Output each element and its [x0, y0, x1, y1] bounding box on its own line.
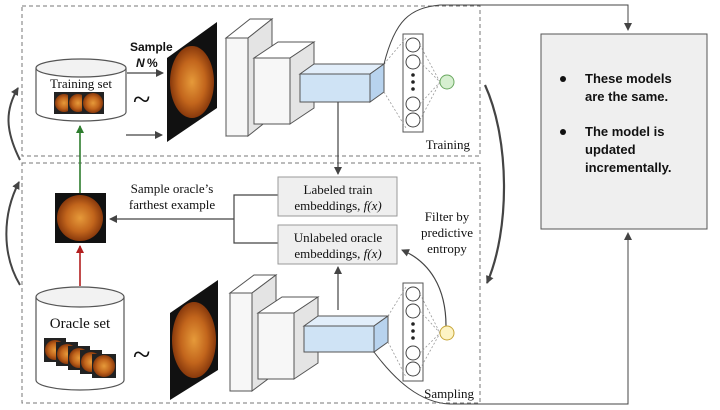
embedding-block-training: [298, 63, 386, 103]
training-corner-label: Training: [426, 137, 471, 152]
farthest-selection-connector: [109, 194, 278, 244]
loop-arrow-right: [483, 84, 506, 284]
sample-percent-sign: %: [147, 56, 158, 70]
cnn-encoder-sampling: [228, 274, 320, 392]
filter-line1: Filter by: [425, 209, 470, 224]
bullet-icon: [560, 76, 566, 82]
loop-arrow-left-top: [7, 87, 21, 161]
unlabeled-line2: embeddings, f(x): [294, 246, 381, 261]
output-node-training: [439, 74, 455, 90]
filter-line3: entropy: [427, 241, 467, 256]
note-box: [540, 33, 708, 230]
training-set-cylinder: [35, 58, 127, 122]
note-bullet-1-line2: are the same.: [585, 89, 668, 104]
neural-layer-training: [402, 33, 424, 133]
entropy-filter-arrow: [401, 249, 447, 327]
labeled-line2-prefix: embeddings,: [294, 198, 363, 213]
sampling-corner-label: Sampling: [424, 386, 474, 401]
fundus-image-sampling: [170, 280, 218, 400]
sample-label: Sample: [130, 40, 173, 54]
fully-connected-lines-sampling: [387, 286, 441, 378]
unlabeled-embeddings-box: [277, 224, 398, 265]
labeled-embeddings-box: [277, 176, 398, 217]
labeled-line1: Labeled train: [304, 182, 373, 197]
training-model-to-note-connector: [383, 4, 632, 65]
distribution-tilde: ~: [133, 81, 150, 117]
distribution-tilde-sampling: ~: [133, 336, 150, 372]
sample-farthest-line1: Sample oracle’s: [131, 181, 214, 196]
unlabeled-line1: Unlabeled oracle: [294, 230, 383, 245]
sample-farthest-line2: farthest example: [129, 197, 215, 212]
output-node-sampling: [439, 325, 455, 341]
neural-layer-sampling: [402, 282, 424, 382]
filter-line2: predictive: [421, 225, 473, 240]
oracle-image-stack: [44, 338, 116, 378]
fully-connected-lines-training: [383, 37, 441, 129]
note-bullet-1-line1: These models: [585, 71, 672, 86]
bullet-icon: [560, 129, 566, 135]
labeled-line2: embeddings, f(x): [294, 198, 381, 213]
note-bullet-2-line2: updated: [585, 142, 636, 157]
training-panel: [21, 5, 481, 157]
oracle-set-cylinder: [35, 286, 125, 391]
unlabeled-embedding-fn: f(x): [364, 246, 382, 261]
note-bullet-2-line3: incrementally.: [585, 160, 671, 175]
labeled-embedding-fn: f(x): [364, 198, 382, 213]
note-bullet-2-line1: The model is: [585, 124, 664, 139]
unlabeled-line2-prefix: embeddings,: [294, 246, 363, 261]
sample-percent-var: N: [136, 56, 145, 70]
fundus-image-training: [167, 22, 217, 142]
oracle-set-label: Oracle set: [50, 316, 111, 332]
training-image-stack: [54, 92, 104, 114]
sampling-model-to-note-connector: [373, 232, 632, 405]
sampling-panel: [21, 162, 481, 404]
training-set-label: Training set: [50, 76, 112, 91]
cnn-encoder-training: [224, 17, 316, 138]
embedding-block-sampling: [302, 315, 390, 353]
loop-arrow-left-bottom: [5, 181, 21, 286]
selected-example-image: [55, 193, 106, 243]
